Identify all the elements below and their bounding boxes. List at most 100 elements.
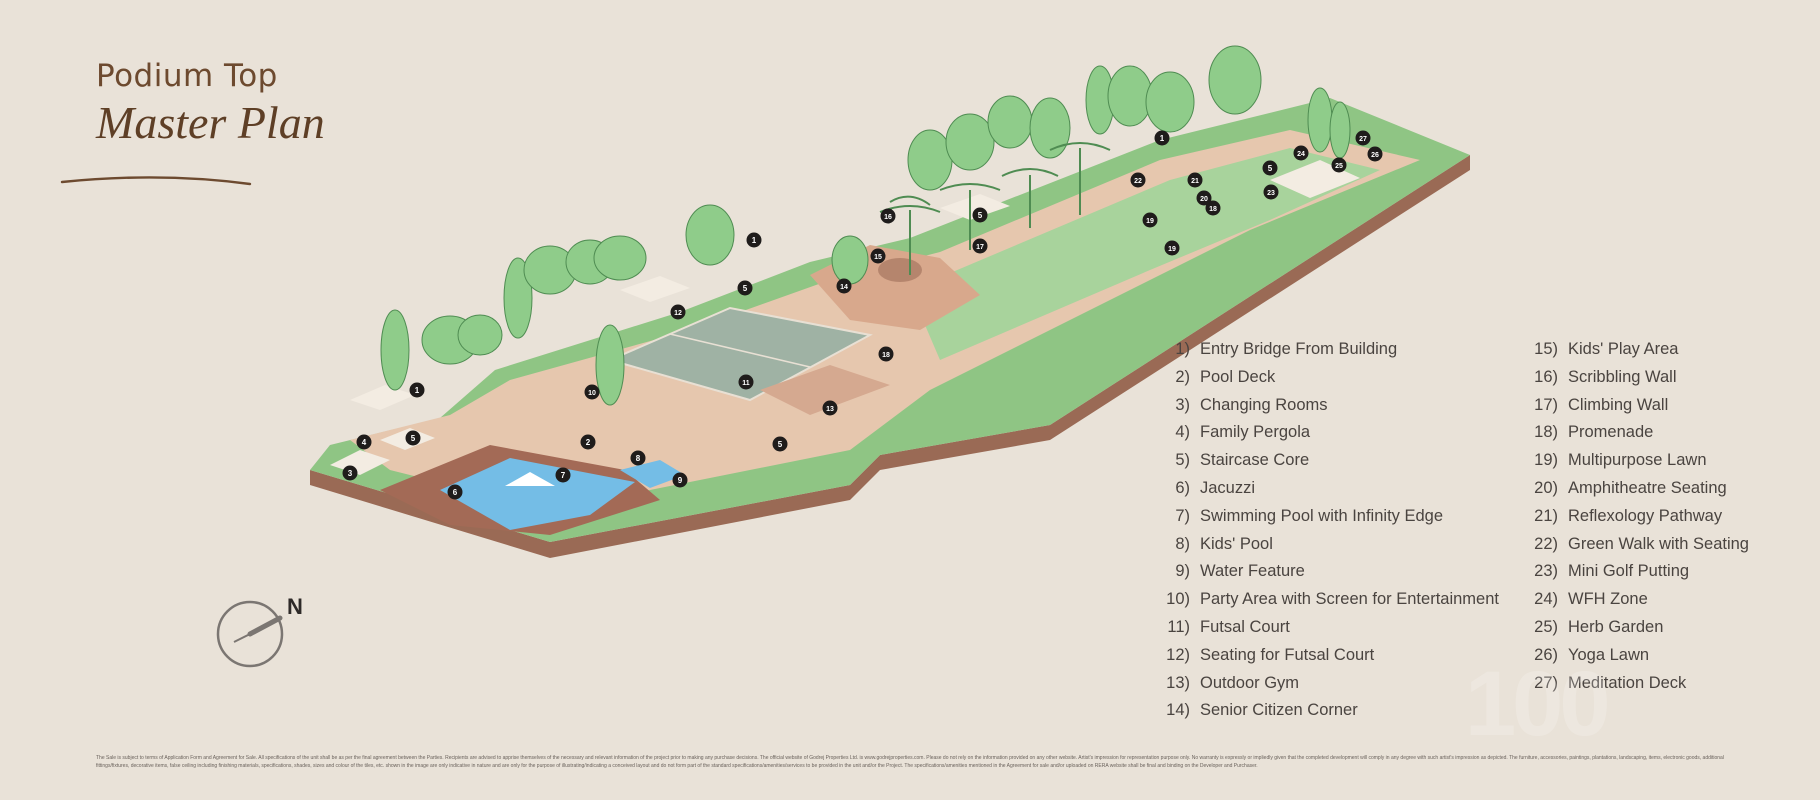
title-block: Podium Top Master Plan	[96, 58, 325, 149]
map-marker: 17	[972, 238, 988, 254]
legend-item: 11)Futsal Court	[1160, 614, 1499, 642]
map-marker: 25	[1331, 157, 1347, 173]
map-marker-label: 5	[778, 440, 783, 449]
map-marker: 14	[836, 278, 852, 294]
legend-item: 24)WFH Zone	[1528, 586, 1749, 614]
legend-item: 3) Changing Rooms	[1160, 392, 1499, 420]
trees	[380, 45, 1351, 406]
legend-item-label: Jacuzzi	[1200, 478, 1256, 497]
north-compass-icon	[216, 600, 284, 668]
map-marker-label: 4	[362, 438, 367, 447]
map-marker: 1	[1154, 130, 1170, 146]
legend-item-number: 4)	[1175, 423, 1190, 442]
map-marker-label: 14	[840, 284, 848, 291]
map-marker: 5	[772, 436, 788, 452]
map-marker-label: 1	[415, 386, 420, 395]
legend-item-number: 7)	[1175, 506, 1190, 525]
legend-item-label: Changing Rooms	[1200, 395, 1328, 414]
legend-item: 23) Mini Golf Putting	[1528, 558, 1749, 586]
legend-item-label: Water Feature	[1200, 562, 1305, 581]
map-marker: 1	[746, 232, 762, 248]
legend-item: 27)Meditation Deck	[1528, 670, 1749, 698]
legend-item-number: 18)	[1534, 423, 1558, 442]
legend-item-label: Kids' Play Area	[1568, 340, 1679, 358]
legend-item-label: Mini Golf Putting	[1568, 562, 1690, 581]
map-marker: 5	[1262, 160, 1278, 176]
map-marker: 6	[447, 484, 463, 500]
legend-item: 8)Kids' Pool	[1160, 531, 1499, 559]
legend-item-number: 8)	[1175, 534, 1190, 553]
legend-item-label: Reflexology Pathway	[1568, 506, 1723, 525]
legend-item-number: 22)	[1534, 534, 1558, 553]
legend-item-number: 14)	[1166, 701, 1190, 720]
map-marker: 11	[738, 374, 754, 390]
map-marker-label: 1	[1160, 134, 1165, 143]
legend-item-label: Amphitheatre Seating	[1568, 478, 1727, 497]
legend-item: 17)Climbing Wall	[1528, 392, 1749, 420]
map-marker: 18	[878, 346, 894, 362]
legend-item-label: Climbing Wall	[1568, 395, 1669, 414]
legend-item: 7) Swimming Pool with Infinity Edge	[1160, 503, 1499, 531]
map-marker: 8	[630, 450, 646, 466]
legend-item: 14)Senior Citizen Corner	[1160, 697, 1499, 725]
map-marker-label: 9	[678, 476, 683, 485]
map-marker-label: 5	[411, 434, 416, 443]
legend-item-number: 24)	[1534, 590, 1558, 609]
legend-item-label: Multipurpose Lawn	[1568, 451, 1707, 470]
map-marker: 27	[1355, 130, 1371, 146]
legend-item-number: 15)	[1534, 340, 1558, 358]
watermark: 100	[1465, 653, 1610, 755]
legend-item-label: Promenade	[1568, 423, 1654, 442]
legend-item-label: Herb Garden	[1568, 617, 1664, 636]
legend-item-label: Pool Deck	[1200, 367, 1276, 386]
legend-item: 13)Outdoor Gym	[1160, 670, 1499, 698]
map-marker: 19	[1164, 240, 1180, 256]
legend-item-label: Yoga Lawn	[1568, 645, 1650, 664]
legend-item: 9)Water Feature	[1160, 558, 1499, 586]
map-marker: 5	[972, 207, 988, 223]
title-underline	[60, 176, 252, 186]
map-marker: 4	[356, 434, 372, 450]
legend-item: 10)Party Area with Screen for Entertainm…	[1160, 586, 1499, 614]
map-marker: 1	[409, 382, 425, 398]
title-line-1: Podium Top	[96, 58, 278, 94]
legend-item: 26)Yoga Lawn	[1528, 642, 1749, 670]
pool-area	[380, 445, 685, 535]
legend-item: 4)Family Pergola	[1160, 419, 1499, 447]
legend-item-number: 23)	[1534, 562, 1558, 581]
map-marker-label: 15	[874, 254, 882, 261]
legend-item-label: Entry Bridge From Building	[1200, 340, 1398, 358]
legend-item-label: Staircase Core	[1200, 451, 1310, 470]
map-marker-label: 7	[561, 471, 566, 480]
map-marker: 15	[870, 248, 886, 264]
title-line-2: Master Plan	[96, 97, 325, 148]
map-marker-label: 8	[636, 454, 641, 463]
legend-item: 22)Green Walk with Seating	[1528, 531, 1749, 559]
map-marker: 23	[1263, 184, 1279, 200]
legend-item-label: Swimming Pool with Infinity Edge	[1200, 506, 1444, 525]
legend-item: 21)Reflexology Pathway	[1528, 503, 1749, 531]
legend-item-number: 3)	[1175, 395, 1190, 414]
map-marker-label: 3	[348, 469, 353, 478]
map-marker-label: 21	[1191, 178, 1199, 185]
map-marker: 26	[1367, 146, 1383, 162]
legend-item-number: 20)	[1534, 478, 1558, 497]
map-marker: 5	[737, 280, 753, 296]
map-marker: 7	[555, 467, 571, 483]
map-marker-label: 19	[1168, 246, 1176, 253]
legend-item-number: 2)	[1175, 367, 1190, 386]
map-marker-label: 18	[1209, 206, 1217, 213]
legend-item-label: Scribbling Wall	[1568, 367, 1677, 386]
futsal-court	[607, 306, 873, 402]
map-marker-label: 24	[1297, 151, 1305, 158]
map-marker-label: 11	[742, 380, 750, 387]
legend-item-number: 11)	[1167, 617, 1190, 636]
legend-item-number: 12)	[1166, 645, 1190, 664]
map-marker: 20	[1196, 190, 1212, 206]
map-marker-label: 26	[1371, 152, 1379, 159]
legend-item: 19)Multipurpose Lawn	[1528, 447, 1749, 475]
outdoor-gym	[760, 365, 890, 415]
map-marker-label: 5	[978, 211, 983, 220]
